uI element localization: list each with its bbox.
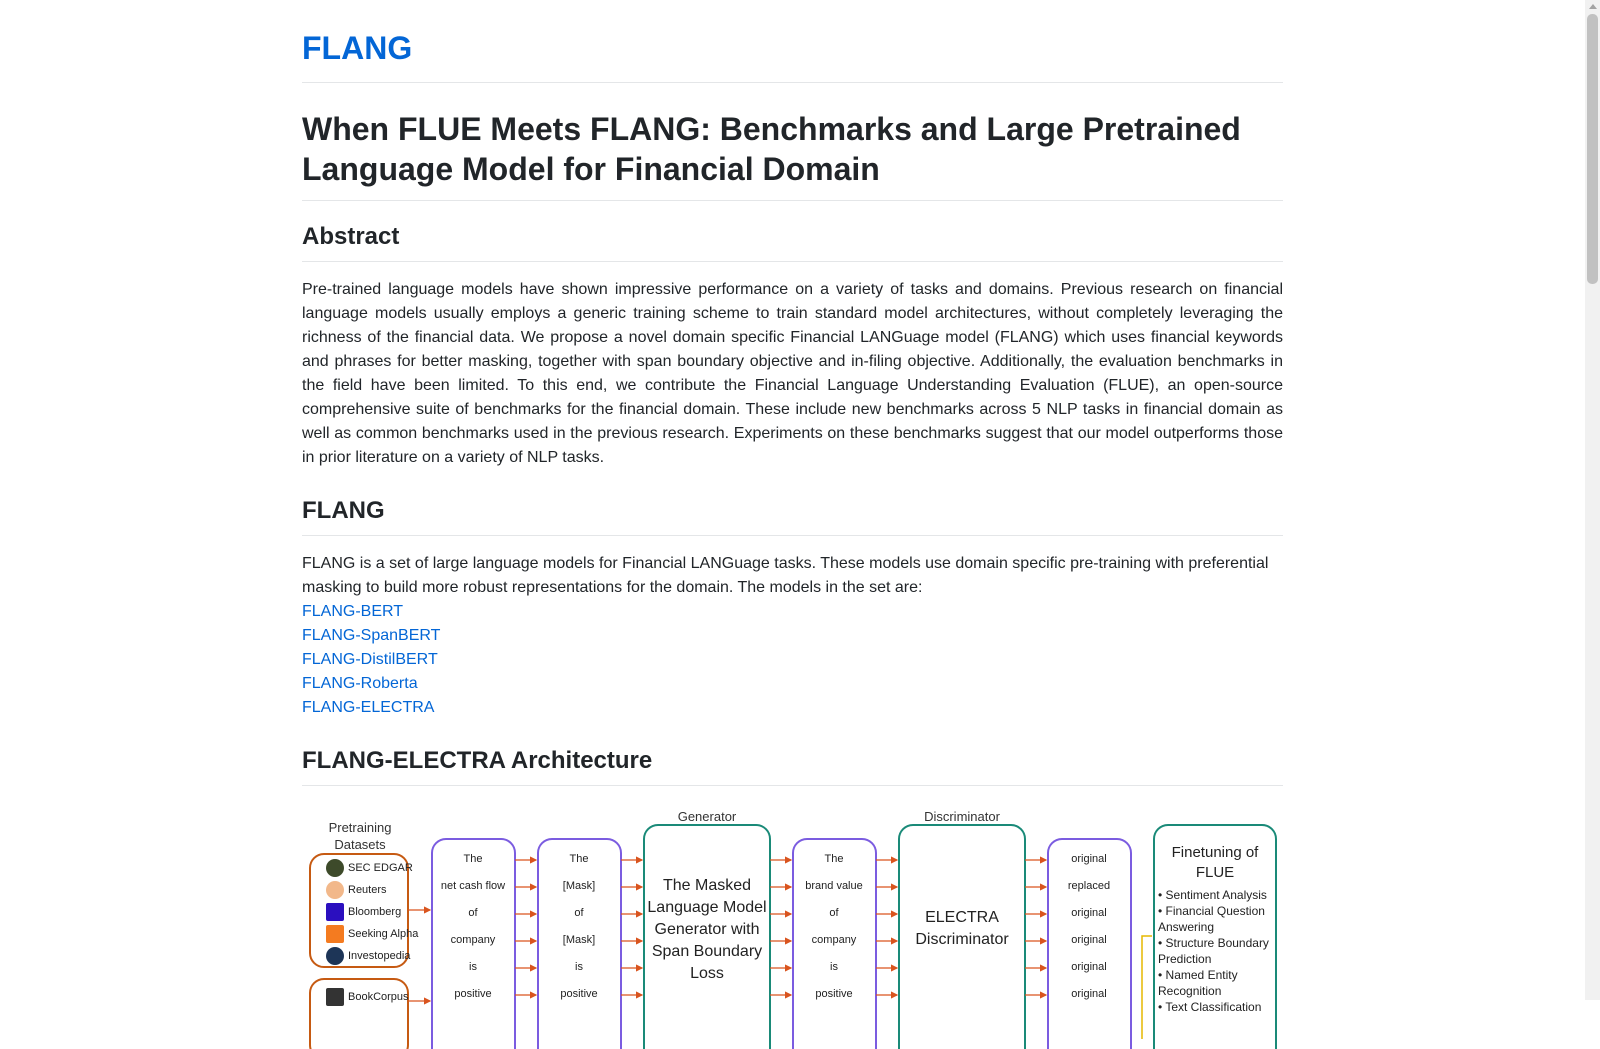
- discriminator-label: Discriminator: [924, 809, 1000, 824]
- output-label: original: [1071, 961, 1107, 973]
- input-token: positive: [454, 988, 492, 1000]
- dataset-item: Bloomberg: [326, 903, 401, 921]
- model-list-item: FLANG-Roberta: [302, 672, 1283, 696]
- finetune-box: [1153, 824, 1277, 1049]
- sec-edgar-icon: [326, 859, 344, 877]
- flue-task: • Financial Question Answering: [1158, 904, 1265, 934]
- architecture-figure: Pretraining Datasets SEC EDGAR Reuters B…: [302, 809, 1283, 1049]
- input-token: is: [469, 961, 477, 973]
- generated-token: brand value: [805, 880, 863, 892]
- generator-text: The Masked Language Model Generator with…: [647, 877, 767, 982]
- flang-description: FLANG is a set of large language models …: [302, 555, 1269, 596]
- investopedia-icon: [326, 947, 344, 965]
- output-label: original: [1071, 907, 1107, 919]
- input-token-box: [431, 838, 516, 1049]
- dataset-item: SEC EDGAR: [326, 859, 413, 877]
- masked-token: The: [569, 853, 589, 865]
- reuters-icon: [326, 881, 344, 899]
- model-list-item: FLANG-SpanBERT: [302, 624, 1283, 648]
- model-link-flang-electra[interactable]: FLANG-ELECTRA: [302, 699, 435, 716]
- model-link-list: FLANG-BERT FLANG-SpanBERT FLANG-DistilBE…: [302, 600, 1283, 720]
- output-label: original: [1071, 853, 1107, 865]
- page-title: When FLUE Meets FLANG: Benchmarks and La…: [302, 83, 1283, 201]
- flue-task: • Sentiment Analysis: [1158, 888, 1267, 902]
- dataset-item: Investopedia: [326, 947, 410, 965]
- flue-task: • Named Entity Recognition: [1158, 968, 1238, 998]
- scrollbar-thumb[interactable]: [1587, 14, 1598, 284]
- generated-token: The: [824, 853, 844, 865]
- discriminator-box: [898, 824, 1026, 1049]
- model-list-item: FLANG-DistilBERT: [302, 648, 1283, 672]
- pretraining-label: Pretraining Datasets: [328, 820, 392, 852]
- dataset-item: Seeking Alpha: [326, 925, 418, 943]
- flue-task: • Structure Boundary Prediction: [1158, 936, 1269, 966]
- model-link-flang-spanbert[interactable]: FLANG-SpanBERT: [302, 627, 441, 644]
- main-content: FLANG When FLUE Meets FLANG: Benchmarks …: [302, 0, 1283, 1049]
- scroll-up-icon[interactable]: [1589, 4, 1597, 9]
- generated-token: company: [811, 934, 857, 946]
- output-label: replaced: [1067, 880, 1111, 892]
- abstract-text: Pre-trained language models have shown i…: [302, 281, 1283, 466]
- masked-token: [Mask]: [562, 880, 596, 892]
- token-arrows: [515, 856, 1048, 999]
- finetune-title: Finetuning of FLUE: [1171, 844, 1259, 881]
- output-label: original: [1071, 934, 1107, 946]
- dataset-item: BookCorpus: [326, 988, 409, 1006]
- output-label: original: [1071, 988, 1107, 1000]
- generated-token: of: [829, 907, 839, 919]
- input-token: company: [450, 934, 496, 946]
- abstract-heading: Abstract: [302, 201, 1283, 262]
- generator-label: Generator: [677, 809, 737, 824]
- bloomberg-icon: [326, 903, 344, 921]
- masked-token: positive: [560, 988, 598, 1000]
- model-link-flang-roberta[interactable]: FLANG-Roberta: [302, 675, 418, 692]
- output-label-box: [1047, 838, 1132, 1049]
- generated-token: is: [830, 961, 838, 973]
- masked-token: of: [574, 907, 584, 919]
- page-scrollbar[interactable]: [1585, 0, 1600, 1000]
- masked-token-box: [537, 838, 622, 1049]
- seeking-alpha-icon: [326, 925, 344, 943]
- input-token: of: [468, 907, 478, 919]
- flue-task: • Text Classification: [1158, 1000, 1262, 1014]
- input-token: The: [463, 853, 483, 865]
- input-token: net cash flow: [440, 880, 506, 892]
- architecture-diagram-lines: [309, 824, 1277, 1049]
- masked-token: is: [575, 961, 583, 973]
- site-title-link[interactable]: FLANG: [302, 0, 1283, 83]
- generated-token-box: [792, 838, 877, 1049]
- discriminator-text: ELECTRA Discriminator: [915, 909, 1009, 948]
- architecture-heading: FLANG-ELECTRA Architecture: [302, 720, 1283, 786]
- flang-heading: FLANG: [302, 470, 1283, 536]
- masked-token: [Mask]: [562, 934, 596, 946]
- model-link-flang-distilbert[interactable]: FLANG-DistilBERT: [302, 651, 438, 668]
- bookcorpus-icon: [326, 988, 344, 1006]
- generated-token: positive: [815, 988, 853, 1000]
- model-list-item: FLANG-BERT: [302, 600, 1283, 624]
- dataset-item: Reuters: [326, 881, 387, 899]
- model-list-item: FLANG-ELECTRA: [302, 696, 1283, 720]
- model-link-flang-bert[interactable]: FLANG-BERT: [302, 603, 404, 620]
- generator-box: [643, 824, 771, 1049]
